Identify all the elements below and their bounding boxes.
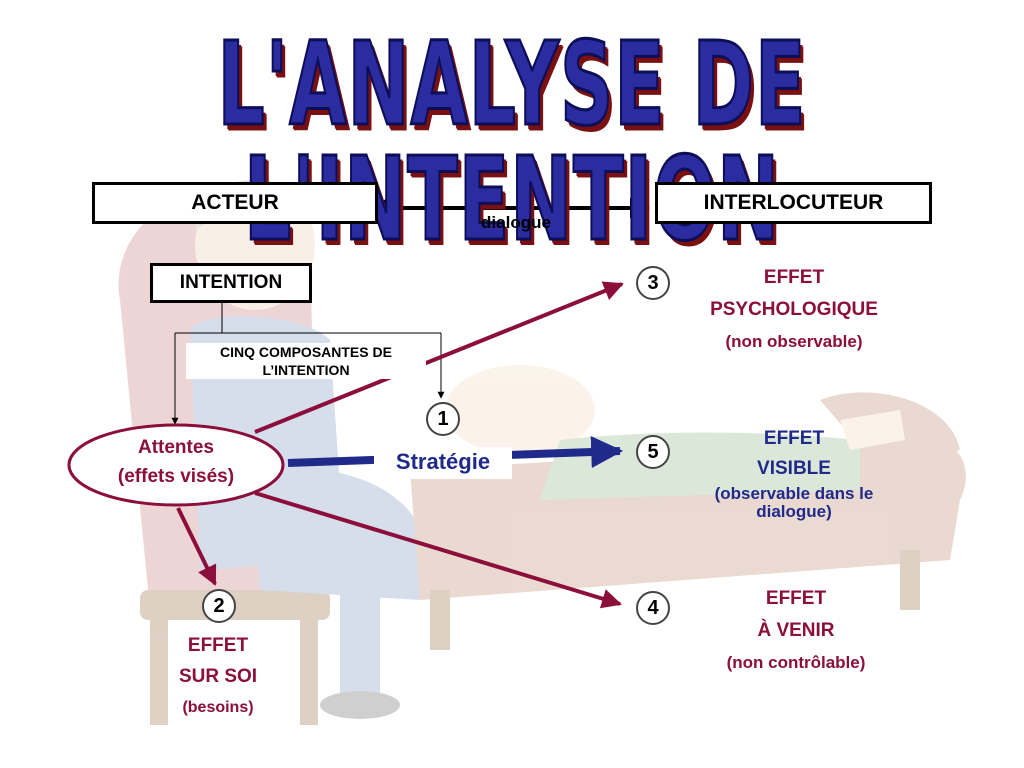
intention-box: INTENTION [150,263,312,303]
page-title: L'ANALYSE DE L'INTENTION [216,18,807,267]
attentes-line-1: Attentes [137,437,214,458]
effet-psy-line-1: EFFET [763,267,825,288]
effet-psy-line-3: (non observable) [725,332,863,351]
effet-soi-line-3: (besoins) [182,699,254,716]
arrow-to-effet-psy [254,281,624,434]
effet-venir-label: EFFET À VENIR (non contrôlable) [672,583,920,679]
effet-visible-line-4: dialogue) [756,502,832,521]
effet-soi-line-1: EFFET [187,635,249,656]
number-3-badge: 3 [636,266,670,300]
strategie-backdrop [374,447,512,479]
effet-visible-line-1: EFFET [763,428,825,449]
effet-visible-line-3: (observable dans le [714,484,874,503]
attentes-ellipse [67,423,285,507]
effet-venir-line-2: À VENIR [757,620,835,641]
arrow-to-effet-soi [176,507,217,586]
number-2-badge: 2 [202,589,236,623]
effet-psy-line-2: PSYCHOLOGIQUE [710,299,878,320]
number-4-badge: 4 [636,591,670,625]
composantes-line-1: CINQ COMPOSANTES DE [220,344,392,360]
number-5-badge: 5 [636,435,670,469]
number-1-badge: 1 [426,402,460,436]
dialogue-label: dialogue [481,213,551,232]
interlocuteur-box: INTERLOCUTEUR [655,182,932,224]
composantes-label: CINQ COMPOSANTES DE L’INTENTION [186,343,426,379]
attentes-line-2: (effets visés) [117,466,235,487]
connectors [67,198,650,609]
arrow-to-effet-venir [254,491,622,609]
effet-psy-label: EFFET PSYCHOLOGIQUE (non observable) [670,262,918,358]
effet-visible-line-2: VISIBLE [757,458,831,479]
effet-soi-label: EFFET SUR SOI (besoins) [132,630,304,723]
strategie-label: Stratégie [395,449,491,474]
effet-venir-line-3: (non contrôlable) [726,653,866,672]
effet-soi-line-2: SUR SOI [178,666,258,687]
composantes-line-2: L’INTENTION [262,362,350,378]
effet-visible-label: EFFET VISIBLE (observable dans le dialog… [670,424,918,520]
acteur-box: ACTEUR [92,182,378,224]
attentes-label: Attentes (effets visés) [80,433,272,491]
effet-venir-line-1: EFFET [765,588,827,609]
